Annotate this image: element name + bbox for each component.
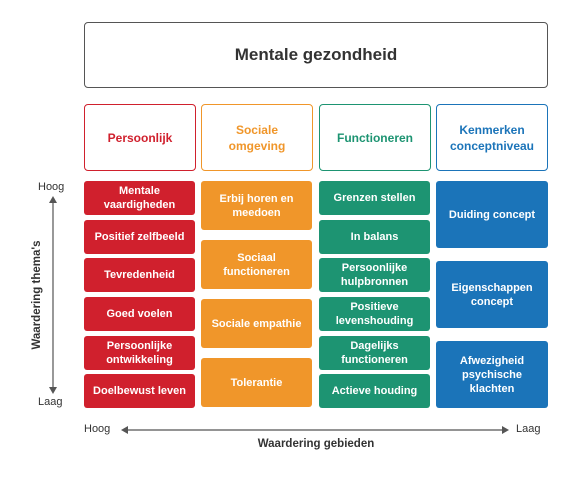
item-goed-voelen: Goed voelen: [84, 297, 195, 331]
item-sociaal-functioneren: Sociaal functioneren: [201, 240, 312, 289]
item-doelbewust-leven: Doelbewust leven: [84, 374, 195, 408]
item-dagelijks-functioneren: Dagelijks functioneren: [319, 336, 430, 370]
item-persoonlijke-ontwikkeling: Persoonlijke ontwikkeling: [84, 336, 195, 370]
item-in-balans: In balans: [319, 220, 430, 254]
x-axis-high-label: Hoog: [84, 423, 111, 435]
header-kenmerken-conceptniveau: Kenmerken conceptniveau: [436, 104, 548, 171]
item-positief-zelfbeeld: Positief zelfbeeld: [84, 220, 195, 254]
header-sociale-omgeving: Sociale omgeving: [201, 104, 313, 171]
item-persoonlijke-hulpbronnen: Persoonlijke hulpbronnen: [319, 258, 430, 292]
item-positieve-levenshouding: Positieve levenshouding: [319, 297, 430, 331]
y-axis-title: Waardering thema's: [31, 240, 43, 350]
x-axis-low-label: Laag: [516, 423, 541, 435]
item-afwezigheid-psychische-klachten: Afwezigheid psychische klachten: [436, 341, 548, 408]
diagram-title: Mentale gezondheid: [84, 22, 548, 88]
item-erbij-horen-en-meedoen: Erbij horen en meedoen: [201, 181, 312, 230]
item-actieve-houding: Actieve houding: [319, 374, 430, 408]
y-axis-arrow: [49, 196, 57, 394]
item-grenzen-stellen: Grenzen stellen: [319, 181, 430, 215]
x-axis-title: Waardering gebieden: [257, 438, 375, 450]
item-eigenschappen-concept: Eigenschappen concept: [436, 261, 548, 328]
item-duiding-concept: Duiding concept: [436, 181, 548, 248]
header-persoonlijk: Persoonlijk: [84, 104, 196, 171]
item-mentale-vaardigheden: Mentale vaardigheden: [84, 181, 195, 215]
y-axis-high-label: Hoog: [38, 181, 65, 193]
x-axis-arrow: [121, 426, 509, 434]
y-axis-low-label: Laag: [38, 396, 63, 408]
item-sociale-empathie: Sociale empathie: [201, 299, 312, 348]
header-functioneren: Functioneren: [319, 104, 431, 171]
item-tevredenheid: Tevredenheid: [84, 258, 195, 292]
item-tolerantie: Tolerantie: [201, 358, 312, 407]
